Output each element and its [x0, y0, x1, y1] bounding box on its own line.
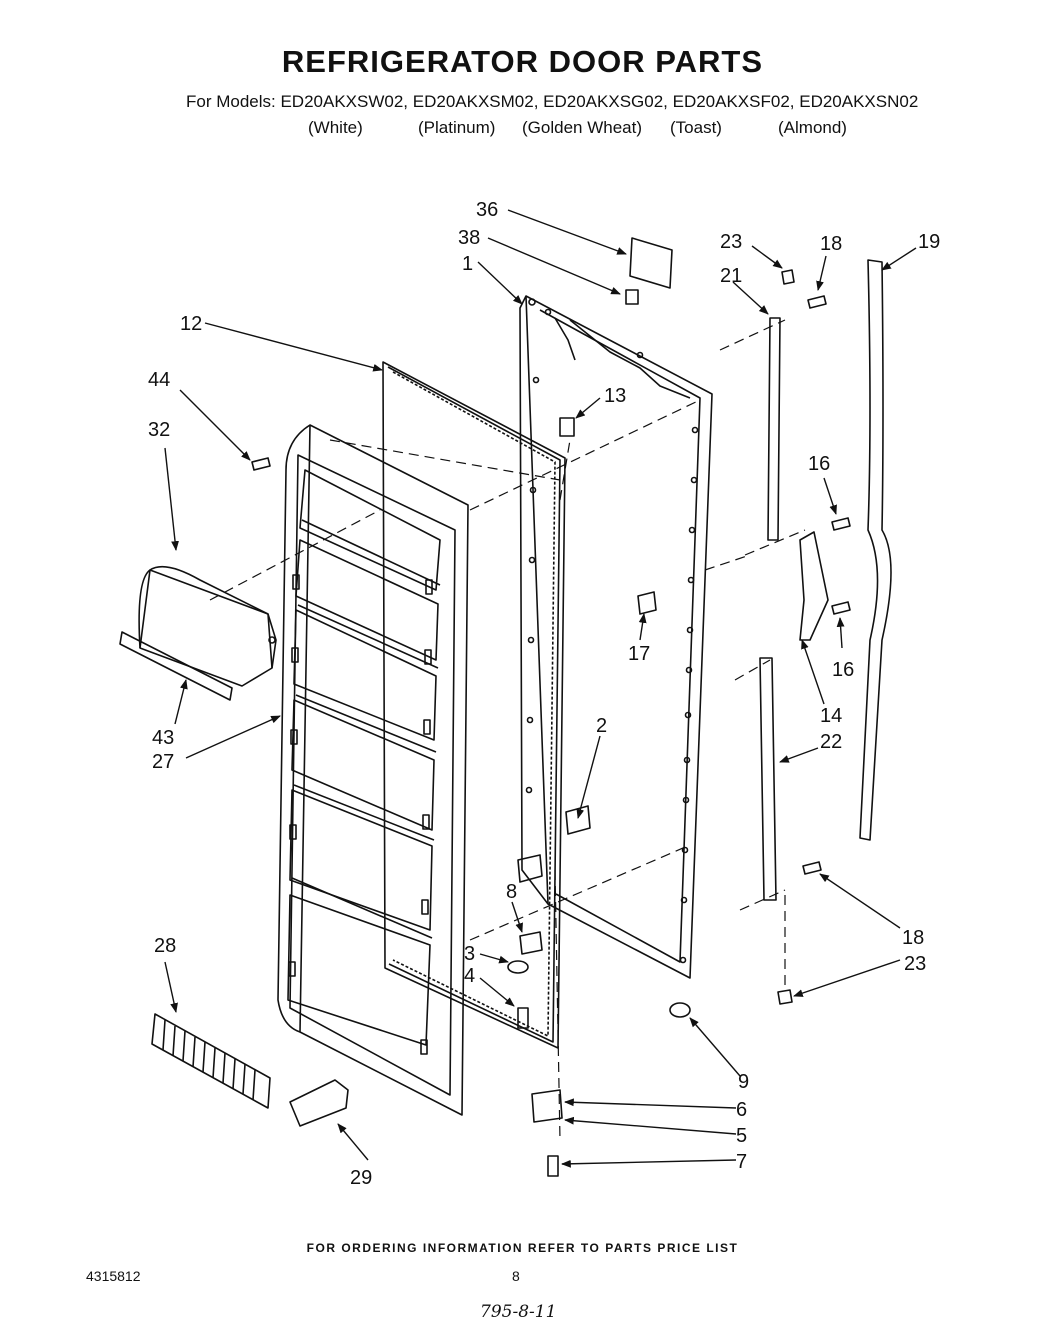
callout-2: 2: [596, 715, 607, 737]
callout-5: 5: [736, 1125, 747, 1147]
callout-labels: 36 38 1 12 44 32 13 23 18 19 21 16 16 17…: [148, 199, 940, 1189]
leader-lines: [164, 209, 917, 1168]
callout-17: 17: [628, 643, 650, 665]
color-white: (White): [308, 118, 363, 137]
callout-7: 7: [736, 1151, 747, 1173]
callout-19: 19: [918, 231, 940, 253]
callout-8: 8: [506, 881, 517, 903]
door-shelf-bin: [138, 565, 277, 687]
page-title: REFRIGERATOR DOOR PARTS: [281, 44, 764, 79]
callout-32: 32: [148, 419, 170, 441]
handwritten-note: 795-8-11: [480, 1302, 557, 1322]
nameplate-part: [629, 237, 673, 289]
callout-6: 6: [736, 1099, 747, 1121]
hinge-pin-part-2: [565, 805, 591, 835]
trim-strip: [119, 631, 233, 701]
bushing-8: [519, 931, 543, 955]
door-handle: [859, 259, 892, 841]
color-toast: (Toast): [670, 118, 722, 137]
toe-grille: [151, 1013, 271, 1109]
badge-part: [625, 289, 639, 305]
color-platinum: (Platinum): [418, 118, 496, 137]
callout-23-bottom: 23: [904, 953, 926, 975]
upper-handle-trim: [767, 317, 781, 541]
callout-13: 13: [604, 385, 626, 407]
color-golden-wheat: (Golden Wheat): [522, 118, 642, 137]
page-number: 8: [512, 1268, 520, 1284]
plug-13: [559, 417, 575, 437]
outer-door-panel: [517, 295, 713, 979]
screw-16-upper: [831, 517, 851, 531]
door-stop-17: [637, 591, 657, 615]
handle-clip: [799, 531, 829, 641]
door-bracket: [289, 1079, 349, 1127]
callout-4: 4: [464, 965, 475, 987]
cap-23-top: [781, 269, 795, 285]
callout-12: 12: [180, 313, 202, 335]
callout-16-upper: 16: [808, 453, 830, 475]
callout-1: 1: [462, 253, 473, 275]
models-line: For Models: ED20AKXSW02, ED20AKXSM02, ED…: [186, 92, 919, 111]
color-almond: (Almond): [778, 118, 847, 137]
callout-29: 29: [350, 1167, 372, 1189]
callout-28: 28: [154, 935, 176, 957]
lower-handle-trim: [759, 657, 777, 901]
washer-3: [507, 960, 529, 974]
callout-9: 9: [738, 1071, 749, 1093]
callout-14: 14: [820, 705, 842, 727]
screw-7: [547, 1155, 559, 1177]
callout-27: 27: [152, 751, 174, 773]
document-part-number: 4315812: [86, 1268, 141, 1284]
callout-43: 43: [152, 727, 174, 749]
callout-38: 38: [458, 227, 480, 249]
screw-44: [251, 457, 271, 471]
cap-23-bottom: [777, 989, 793, 1005]
callout-36: 36: [476, 199, 498, 221]
callout-44: 44: [148, 369, 170, 391]
callout-21: 21: [720, 265, 742, 287]
screw-18-bottom: [802, 861, 822, 875]
callout-18-bottom: 18: [902, 927, 924, 949]
hinge-cap-9: [669, 1002, 691, 1018]
hinge-5-6: [531, 1089, 563, 1123]
inner-door-liner: [277, 424, 469, 1116]
callout-3: 3: [464, 943, 475, 965]
screw-4: [517, 1007, 529, 1029]
ordering-note: FOR ORDERING INFORMATION REFER TO PARTS …: [306, 1241, 739, 1255]
screw-18-top: [807, 295, 827, 309]
callout-23-top: 23: [720, 231, 742, 253]
callout-18-top: 18: [820, 233, 842, 255]
callout-16-lower: 16: [832, 659, 854, 681]
screw-16-lower: [831, 601, 851, 615]
callout-22: 22: [820, 731, 842, 753]
alignment-lines: [209, 319, 806, 1141]
